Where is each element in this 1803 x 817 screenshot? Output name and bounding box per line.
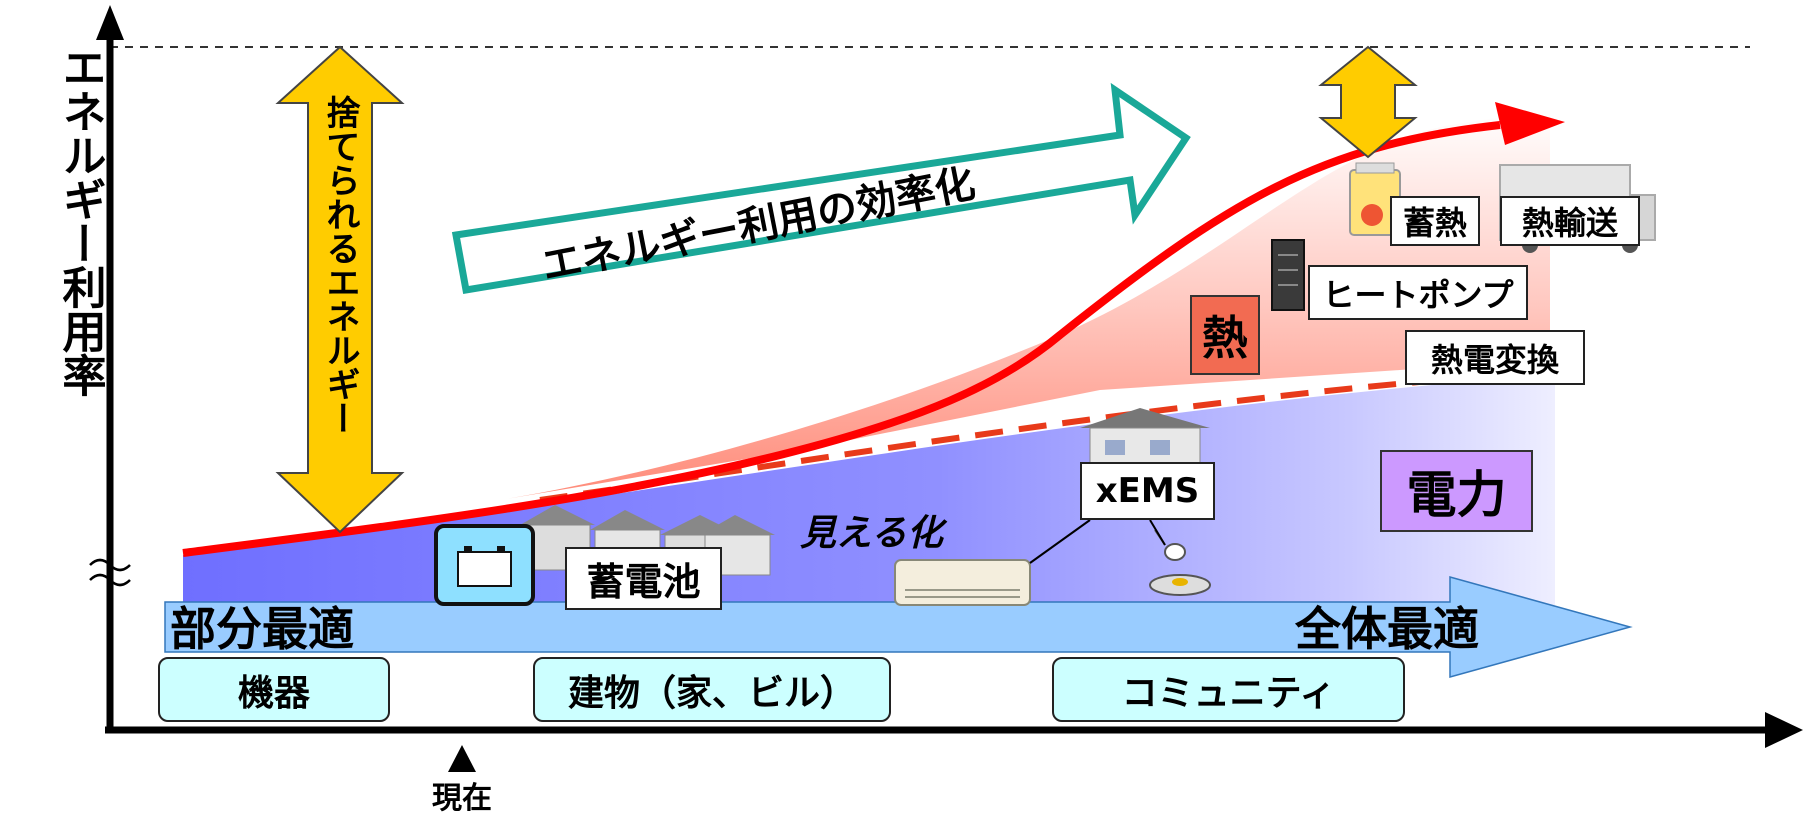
y-axis-label: エネルギー利用率 bbox=[55, 45, 107, 397]
heat-transport-label: 熱輸送 bbox=[1500, 196, 1640, 246]
scope-devices: 機器 bbox=[158, 657, 390, 722]
axis-break-bottom bbox=[89, 573, 131, 587]
xems-connector-light bbox=[1149, 519, 1166, 546]
wasted-energy-arrow bbox=[275, 45, 405, 534]
air-conditioner-icon bbox=[894, 559, 1031, 606]
total-efficiency-curve bbox=[182, 121, 1501, 557]
scope-community: コミュニティ bbox=[1052, 657, 1405, 722]
xems-label: xEMS bbox=[1080, 462, 1215, 520]
heat-storage-label: 蓄熱 bbox=[1390, 196, 1480, 246]
x-axis-arrowhead bbox=[1765, 712, 1803, 748]
heat-box: 熱 bbox=[1190, 295, 1260, 375]
current-marker-label: 現在 bbox=[432, 781, 492, 813]
y-axis-arrowhead bbox=[96, 5, 124, 40]
current-marker-icon bbox=[448, 745, 476, 772]
heat-pump-label: ヒートポンプ bbox=[1308, 265, 1528, 320]
heat-storage-icon bbox=[1349, 162, 1401, 236]
xems-connector-ac bbox=[1029, 519, 1091, 564]
total-optimum-label: 全体最適 bbox=[1294, 602, 1479, 656]
thermoelectric-label: 熱電変換 bbox=[1405, 330, 1585, 385]
heat-pump-icon bbox=[1271, 239, 1305, 311]
light-icon bbox=[1149, 529, 1211, 596]
wasted-energy-label: 捨てられるエネルギー bbox=[320, 94, 360, 435]
battery-icon bbox=[434, 524, 535, 606]
visualization-label: 見える化 bbox=[800, 513, 948, 554]
axis-break-top bbox=[89, 558, 131, 572]
remaining-gap-arrow bbox=[1318, 45, 1418, 159]
power-box: 電力 bbox=[1380, 450, 1533, 532]
curve-arrowhead bbox=[1495, 102, 1565, 145]
scope-buildings: 建物（家、ビル） bbox=[533, 657, 891, 722]
partial-optimum-label: 部分最適 bbox=[170, 602, 354, 656]
battery-label: 蓄電池 bbox=[565, 547, 722, 610]
efficiency-arrow bbox=[451, 82, 1191, 295]
heat-area bbox=[500, 110, 1550, 500]
